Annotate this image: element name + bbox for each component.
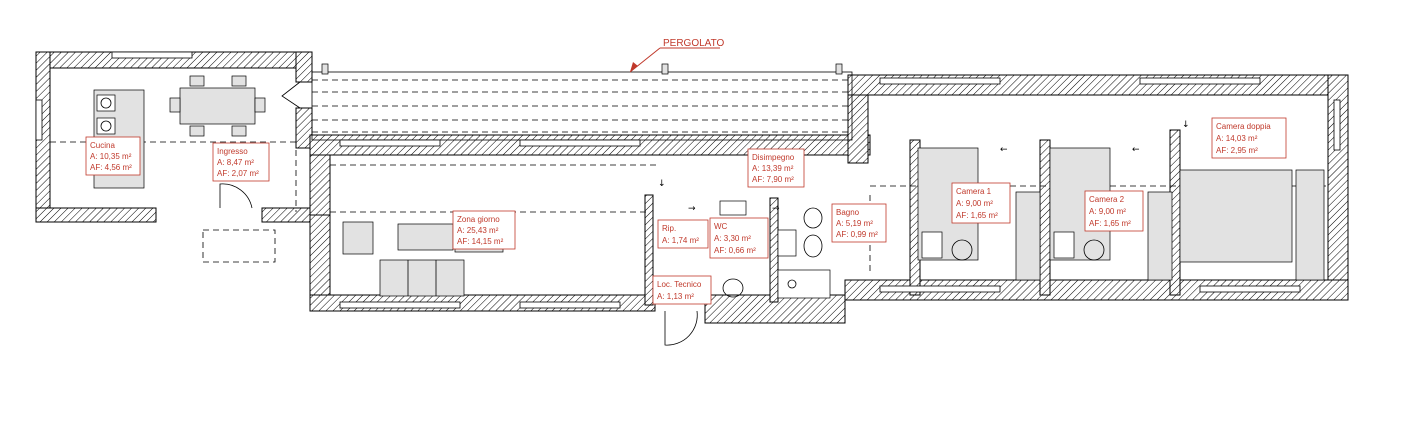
room-label-camera-1: Camera 1 A: 9,00 m² AF: 1,65 m²: [951, 182, 1011, 224]
bedroom-furniture: [917, 147, 1325, 281]
room-area: A: 13,39 m²: [752, 164, 794, 173]
arrow-down: ↓: [658, 179, 666, 189]
arrow-left: ←: [1132, 145, 1140, 155]
room-area-finestrata: AF: 14,15 m²: [457, 237, 504, 246]
room-label-bagno: Bagno A: 5,19 m² AF: 0,99 m²: [831, 203, 887, 243]
room-label-disimpegno: Disimpegno A: 13,39 m² AF: 7,90 m²: [747, 148, 805, 188]
room-label-loc-tecnico: Loc. Tecnico A: 1,13 m²: [652, 275, 712, 305]
arrow-right: →: [688, 204, 696, 214]
room-area-finestrata: AF: 0,99 m²: [836, 230, 878, 239]
room-name: WC: [714, 222, 728, 231]
windows: [35, 51, 1341, 309]
arrow-left: ←: [1000, 145, 1008, 155]
room-label-camera-2: Camera 2 A: 9,00 m² AF: 1,65 m²: [1084, 190, 1144, 232]
room-label-camera-doppia: Camera doppia A: 14,03 m² AF: 2,95 m²: [1211, 117, 1287, 159]
room-name: Loc. Tecnico: [657, 280, 702, 289]
room-area: A: 9,00 m²: [1089, 207, 1126, 216]
room-area: A: 14,03 m²: [1216, 134, 1258, 143]
room-area-finestrata: AF: 7,90 m²: [752, 175, 794, 184]
room-name: Bagno: [836, 208, 860, 217]
bathroom-fixtures: [719, 200, 831, 299]
room-name: Camera doppia: [1216, 122, 1271, 131]
walls-west-block: [35, 51, 331, 223]
room-area-finestrata: AF: 2,95 m²: [1216, 146, 1258, 155]
room-area: A: 10,35 m²: [90, 152, 132, 161]
room-area: A: 1,74 m²: [662, 236, 699, 245]
pergola: [311, 63, 853, 141]
room-name: Camera 2: [1089, 195, 1125, 204]
pergolato-label: PERGOLATO: [663, 38, 725, 49]
arrows: ↓ → → ← ← ↓: [658, 120, 1190, 214]
room-label-rip: Rip. A: 1,74 m²: [657, 219, 709, 249]
room-area-finestrata: AF: 2,07 m²: [217, 169, 259, 178]
room-area: A: 1,13 m²: [657, 292, 694, 301]
room-area: A: 8,47 m²: [217, 158, 254, 167]
room-label-ingresso: Ingresso A: 8,47 m² AF: 2,07 m²: [212, 142, 270, 182]
room-area-finestrata: AF: 1,65 m²: [956, 211, 998, 220]
room-area: A: 5,19 m²: [836, 219, 873, 228]
room-area-finestrata: AF: 1,65 m²: [1089, 219, 1131, 228]
room-area: A: 25,43 m²: [457, 226, 499, 235]
room-area: A: 9,00 m²: [956, 199, 993, 208]
room-name: Rip.: [662, 224, 676, 233]
room-name: Ingresso: [217, 147, 248, 156]
room-label-cucina: Cucina A: 10,35 m² AF: 4,56 m²: [85, 136, 141, 176]
room-area-finestrata: AF: 4,56 m²: [90, 163, 132, 172]
room-name: Cucina: [90, 141, 115, 150]
room-area: A: 3,30 m²: [714, 234, 751, 243]
room-name: Zona giorno: [457, 215, 500, 224]
room-label-zona-giorno: Zona giorno A: 25,43 m² AF: 14,15 m²: [452, 210, 516, 250]
room-name: Camera 1: [956, 187, 992, 196]
arrow-right: →: [772, 204, 780, 214]
room-area-finestrata: AF: 0,66 m²: [714, 246, 756, 255]
doors: [219, 81, 698, 346]
room-label-wc: WC A: 3,30 m² AF: 0,66 m²: [709, 217, 769, 259]
arrow-down: ↓: [1182, 120, 1190, 130]
room-name: Disimpegno: [752, 153, 795, 162]
pergolato-annotation: PERGOLATO: [629, 38, 725, 73]
